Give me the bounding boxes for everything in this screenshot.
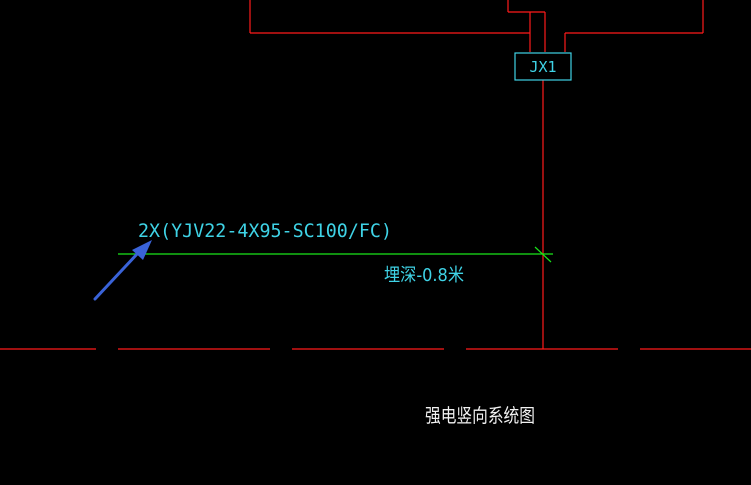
ground-gap-4 [618, 346, 640, 352]
cable-tick-mark [534, 246, 552, 263]
ground-markers [96, 346, 640, 352]
annotation-arrow-icon [93, 240, 152, 301]
burial-depth-label: 埋深-0.8米 [384, 265, 464, 286]
arrow-shaft [93, 251, 140, 301]
upper-wiring [0, 0, 751, 350]
diagram-title: 强电竖向系统图 [425, 405, 535, 427]
ground-gap-1 [96, 346, 118, 352]
jx1-box [514, 52, 572, 81]
ground-gap-3 [444, 346, 466, 352]
arrow-head [132, 240, 152, 260]
jx1-label: JX1 [529, 58, 556, 76]
ground-gap-2 [270, 346, 292, 352]
cable-spec-label: 2X(YJV22-4X95-SC100/FC) [138, 220, 392, 242]
